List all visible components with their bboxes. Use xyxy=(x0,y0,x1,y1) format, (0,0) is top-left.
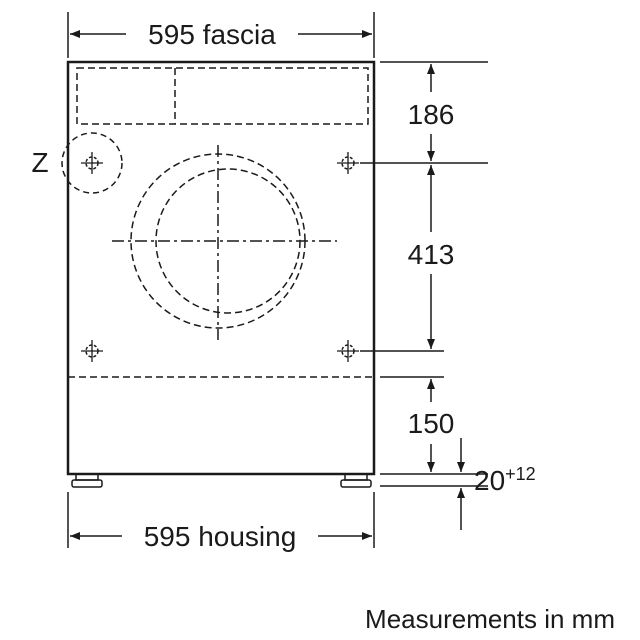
machine-body xyxy=(66,60,376,476)
mounting-hole-top-left xyxy=(81,152,103,174)
door-opening xyxy=(112,145,337,340)
feet-tolerance-value: +12 xyxy=(505,464,536,484)
hole-spacing-label: 413 xyxy=(408,239,455,270)
mounting-hole-bottom-right xyxy=(337,340,359,362)
housing-width-dimension: 595 housing xyxy=(67,492,375,552)
units-caption: Measurements in mm xyxy=(365,604,615,634)
top-panel-outline xyxy=(76,67,369,125)
feet-height-label: 20+12 xyxy=(474,464,536,496)
fascia-width-dimension: 595 fascia xyxy=(67,12,375,58)
top-panel-height-label: 186 xyxy=(408,99,455,130)
bottom-height-label: 150 xyxy=(408,408,455,439)
detail-z-marker: Z xyxy=(31,132,123,194)
housing-width-label: 595 housing xyxy=(144,521,297,552)
feet-base-value: 20 xyxy=(474,465,505,496)
mounting-hole-top-right xyxy=(337,152,359,174)
vertical-dimensions: 186 413 150 20+12 xyxy=(360,61,536,530)
foot-left xyxy=(71,473,103,488)
detail-z-label: Z xyxy=(31,147,48,178)
foot-right xyxy=(340,473,372,488)
fascia-width-label: 595 fascia xyxy=(148,19,276,50)
mounting-hole-bottom-left xyxy=(81,340,103,362)
